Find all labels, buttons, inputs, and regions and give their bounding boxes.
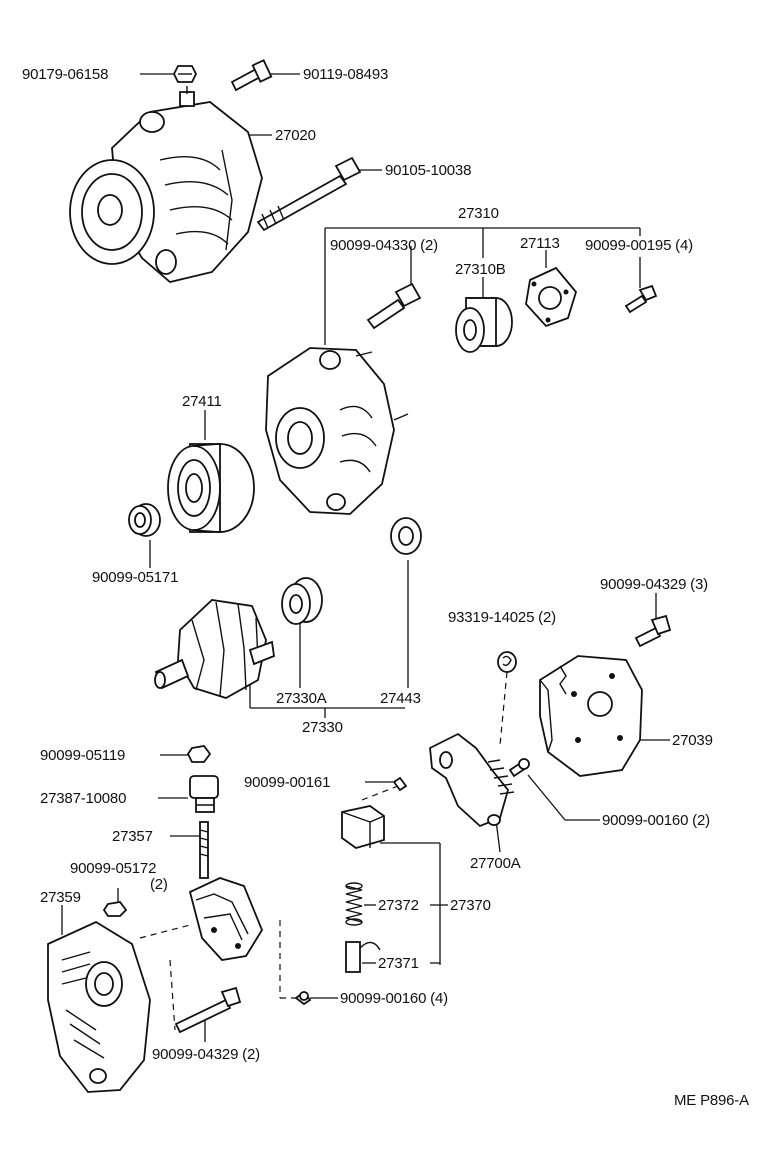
label-27443: 27443 xyxy=(380,690,421,707)
bolt-90099-04329-2-drawing xyxy=(174,986,242,1034)
rectifier-holder-drawing xyxy=(188,877,264,961)
screw-90099-00160-2-drawing xyxy=(508,758,530,778)
label-90099-05171: 90099-05171 xyxy=(92,569,178,586)
label-27357: 27357 xyxy=(112,828,153,845)
screw-90099-00160-4-drawing xyxy=(294,990,312,1006)
label-27020: 27020 xyxy=(275,127,316,144)
bolt-90099-04330-drawing xyxy=(366,282,422,330)
label-27310b: 27310B xyxy=(455,261,506,278)
bearing-27330a-drawing xyxy=(281,577,323,625)
label-90099-04329-2: 90099-04329 (2) xyxy=(152,1046,260,1063)
label-90099-05172: 90099-05172 xyxy=(70,860,156,877)
label-90179-06158: 90179-06158 xyxy=(22,66,108,83)
label-90099-05119: 90099-05119 xyxy=(40,747,125,764)
label-90099-00160-4: 90099-00160 (4) xyxy=(340,990,448,1007)
drive-end-frame-drawing xyxy=(265,347,409,515)
label-27330: 27330 xyxy=(302,719,343,736)
rear-end-cover-27039-drawing xyxy=(539,655,643,777)
part-number-labels: 90179-06158 90119-08493 27020 90105-1003… xyxy=(22,66,749,1109)
regulator-27700a-drawing xyxy=(429,732,515,828)
label-27359: 27359 xyxy=(40,889,81,906)
label-93319-14025: 93319-14025 (2) xyxy=(448,609,556,626)
label-27371: 27371 xyxy=(378,955,419,972)
bearing-27310b-drawing xyxy=(455,297,513,353)
label-27700a: 27700A xyxy=(470,855,521,872)
pulley-27411-drawing xyxy=(167,443,255,533)
nut-90099-05119-drawing xyxy=(186,745,212,763)
brush-holder-27370-drawing xyxy=(341,805,385,849)
alternator-assembly-27020-drawing xyxy=(69,86,263,283)
label-27039: 27039 xyxy=(672,732,713,749)
label-27113: 27113 xyxy=(520,235,560,252)
screw-90099-00195-drawing xyxy=(624,284,658,314)
rotor-27330-drawing xyxy=(154,599,275,699)
label-90119-08493: 90119-08493 xyxy=(303,66,388,83)
nut-90099-05171-drawing xyxy=(128,503,161,537)
label-90099-04329-3: 90099-04329 (3) xyxy=(600,576,708,593)
label-27370: 27370 xyxy=(450,897,491,914)
leader-lines xyxy=(61,73,670,1042)
bolt-90119-08493-drawing xyxy=(230,59,273,92)
label-90099-05172-qty: (2) xyxy=(150,876,168,893)
label-90099-00160-2: 90099-00160 (2) xyxy=(602,812,710,829)
label-27330a: 27330A xyxy=(276,690,327,707)
plate-27113-drawing xyxy=(525,266,578,328)
rectifier-end-frame-27359-drawing xyxy=(47,920,151,1093)
assembly-dashed-lines xyxy=(139,671,508,1031)
label-90099-00161: 90099-00161 xyxy=(244,774,330,791)
nut-90179-06158-drawing xyxy=(172,65,198,83)
insulator-93319-14025-drawing xyxy=(497,651,517,673)
bolt-90099-04329-3-drawing xyxy=(634,614,672,648)
label-90105-10038: 90105-10038 xyxy=(385,162,471,179)
insulator-27387-10080-drawing xyxy=(189,775,219,813)
cover-27443-drawing xyxy=(390,517,422,555)
label-27411: 27411 xyxy=(182,393,222,410)
label-90099-00195: 90099-00195 (4) xyxy=(585,237,693,254)
label-27387-10080: 27387-10080 xyxy=(40,790,126,807)
screw-90099-00161-drawing xyxy=(392,776,408,792)
brush-27371-drawing xyxy=(345,941,381,973)
stud-27357-drawing xyxy=(199,821,209,879)
label-90099-04330: 90099-04330 (2) xyxy=(330,237,438,254)
spring-27372-drawing xyxy=(345,882,363,926)
nut-90099-05172-drawing xyxy=(102,901,128,917)
through-bolt-90105-10038-drawing xyxy=(256,156,362,232)
reference-code: ME P896-A xyxy=(674,1092,749,1109)
label-27372: 27372 xyxy=(378,897,419,914)
label-27310: 27310 xyxy=(458,205,499,222)
